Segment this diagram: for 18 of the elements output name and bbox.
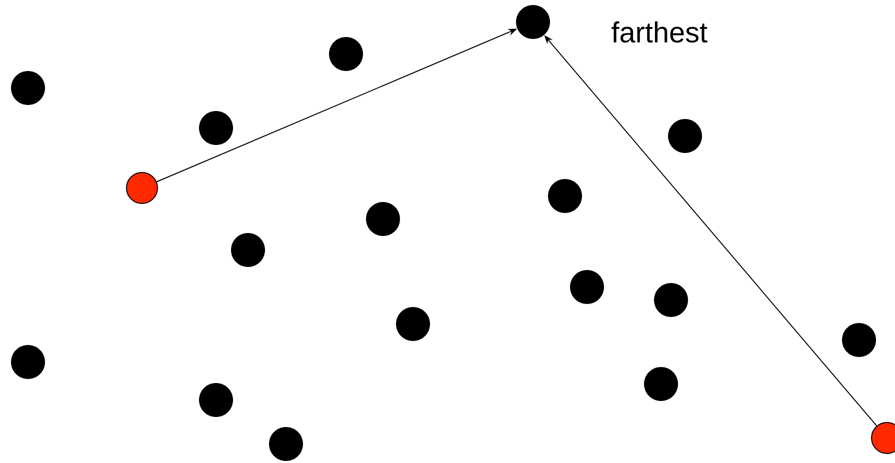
dot	[516, 5, 550, 39]
dot	[668, 119, 702, 153]
dot	[842, 323, 876, 357]
dot	[329, 37, 363, 71]
dot	[396, 307, 430, 341]
dot	[199, 111, 233, 145]
dot	[644, 367, 678, 401]
dot	[654, 283, 688, 317]
dot	[231, 233, 265, 267]
dot	[11, 345, 45, 379]
node-caption: farthest	[612, 21, 708, 43]
dot	[269, 427, 303, 461]
dot	[199, 383, 233, 417]
dot	[11, 71, 45, 105]
dot	[548, 179, 582, 213]
dot	[366, 202, 400, 236]
dot	[570, 270, 604, 304]
dot	[126, 172, 158, 204]
